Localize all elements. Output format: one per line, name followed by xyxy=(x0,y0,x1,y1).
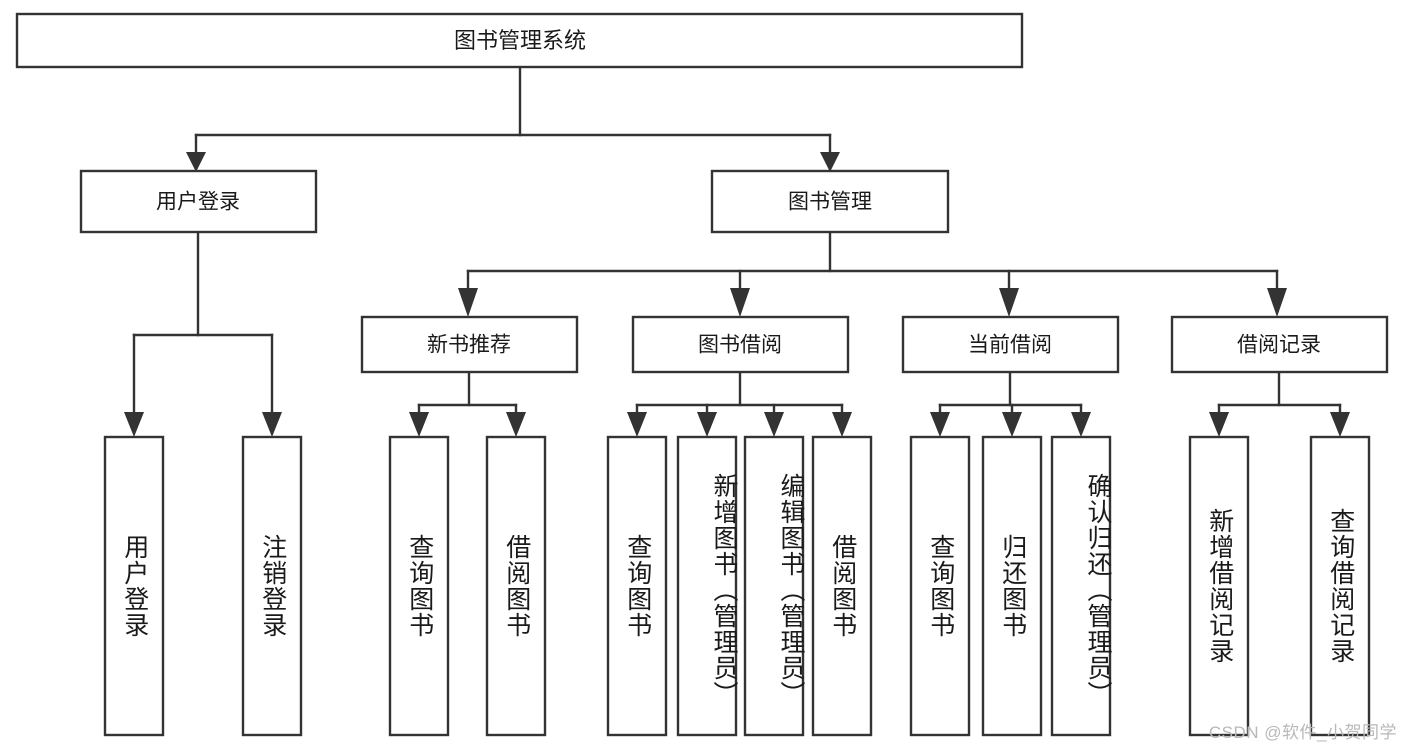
arrowhead-leaf-query-book-3 xyxy=(930,412,950,437)
node-root[interactable]: 图书管理系统 xyxy=(15,12,1024,69)
arrowhead-leaf-user-login xyxy=(124,412,144,437)
csdn-watermark: CSDN @软件_小贺同学 xyxy=(1208,723,1397,742)
connector-group-user-login xyxy=(124,230,282,437)
node-user-login[interactable]: 用户登录 xyxy=(79,169,318,234)
leaf-box-add-record[interactable] xyxy=(1188,435,1250,737)
connector-group-borrow-record xyxy=(1209,370,1350,437)
arrowhead-book-borrow xyxy=(730,288,750,317)
leaf-box-add-book[interactable] xyxy=(676,435,738,737)
node-current-borrow-box[interactable] xyxy=(901,315,1120,374)
node-borrow-record-box[interactable] xyxy=(1170,315,1389,374)
arrowhead-leaf-add-book xyxy=(697,412,717,437)
node-book-manage[interactable]: 图书管理 xyxy=(710,169,950,234)
connector-group-book-borrow xyxy=(627,370,852,437)
node-new-book-rec-label: 新书推荐 xyxy=(427,334,511,357)
leaf-box-confirm-return[interactable] xyxy=(1050,435,1112,737)
node-book-borrow-box[interactable] xyxy=(631,315,850,374)
node-current-borrow-label: 当前借阅 xyxy=(968,334,1052,357)
arrowhead-user-login xyxy=(186,152,206,172)
node-book-borrow-label: 图书借阅 xyxy=(698,334,782,357)
connector-group-new-book-rec xyxy=(409,370,526,437)
arrowhead-leaf-query-record xyxy=(1330,412,1350,437)
arrowhead-leaf-query-book-1 xyxy=(409,412,429,437)
node-user-login-box[interactable] xyxy=(79,169,318,234)
arrowhead-new-book-rec xyxy=(458,288,478,317)
arrowhead-leaf-return-book xyxy=(1002,412,1022,437)
connector-group-book-manage xyxy=(458,230,1287,317)
leaf-box-query-record[interactable] xyxy=(1309,435,1371,737)
leaf-box-query-book-1[interactable] xyxy=(388,435,450,737)
node-root-box[interactable] xyxy=(15,12,1024,69)
node-user-login-label: 用户登录 xyxy=(156,191,240,214)
node-book-manage-box[interactable] xyxy=(710,169,950,234)
arrowhead-leaf-confirm-return xyxy=(1071,412,1091,437)
node-book-borrow[interactable]: 图书借阅 xyxy=(631,315,850,374)
node-new-book-rec-box[interactable] xyxy=(360,315,579,374)
arrowhead-leaf-edit-book xyxy=(764,412,784,437)
arrowhead-book-manage xyxy=(820,152,840,172)
leaf-box-query-book-3[interactable] xyxy=(909,435,971,737)
leaf-box-return-book[interactable] xyxy=(981,435,1043,737)
node-borrow-record-label: 借阅记录 xyxy=(1237,334,1321,357)
connector-group-root xyxy=(186,65,840,172)
node-book-manage-label: 图书管理 xyxy=(788,191,872,214)
leaf-box-query-book-2[interactable] xyxy=(606,435,668,737)
connector-group-current-borrow xyxy=(930,370,1091,437)
arrowhead-leaf-add-record xyxy=(1209,412,1229,437)
arrowhead-current-borrow xyxy=(999,288,1019,317)
node-new-book-rec[interactable]: 新书推荐 xyxy=(360,315,579,374)
leaf-box-borrow-book-2[interactable] xyxy=(811,435,873,737)
leaf-box-user-logout[interactable] xyxy=(241,435,303,737)
node-root-label: 图书管理系统 xyxy=(454,28,586,53)
node-current-borrow[interactable]: 当前借阅 xyxy=(901,315,1120,374)
leaf-box-edit-book[interactable] xyxy=(743,435,805,737)
arrowhead-leaf-query-book-2 xyxy=(627,412,647,437)
arrowhead-borrow-record xyxy=(1267,288,1287,317)
leaf-box-user-login[interactable] xyxy=(103,435,165,737)
arrowhead-leaf-borrow-book-1 xyxy=(506,412,526,437)
leaf-box-borrow-book-1[interactable] xyxy=(485,435,547,737)
node-borrow-record[interactable]: 借阅记录 xyxy=(1170,315,1389,374)
arrowhead-leaf-borrow-book-2 xyxy=(832,412,852,437)
arrowhead-leaf-user-logout xyxy=(262,412,282,437)
leaf-boxes xyxy=(103,435,1371,737)
